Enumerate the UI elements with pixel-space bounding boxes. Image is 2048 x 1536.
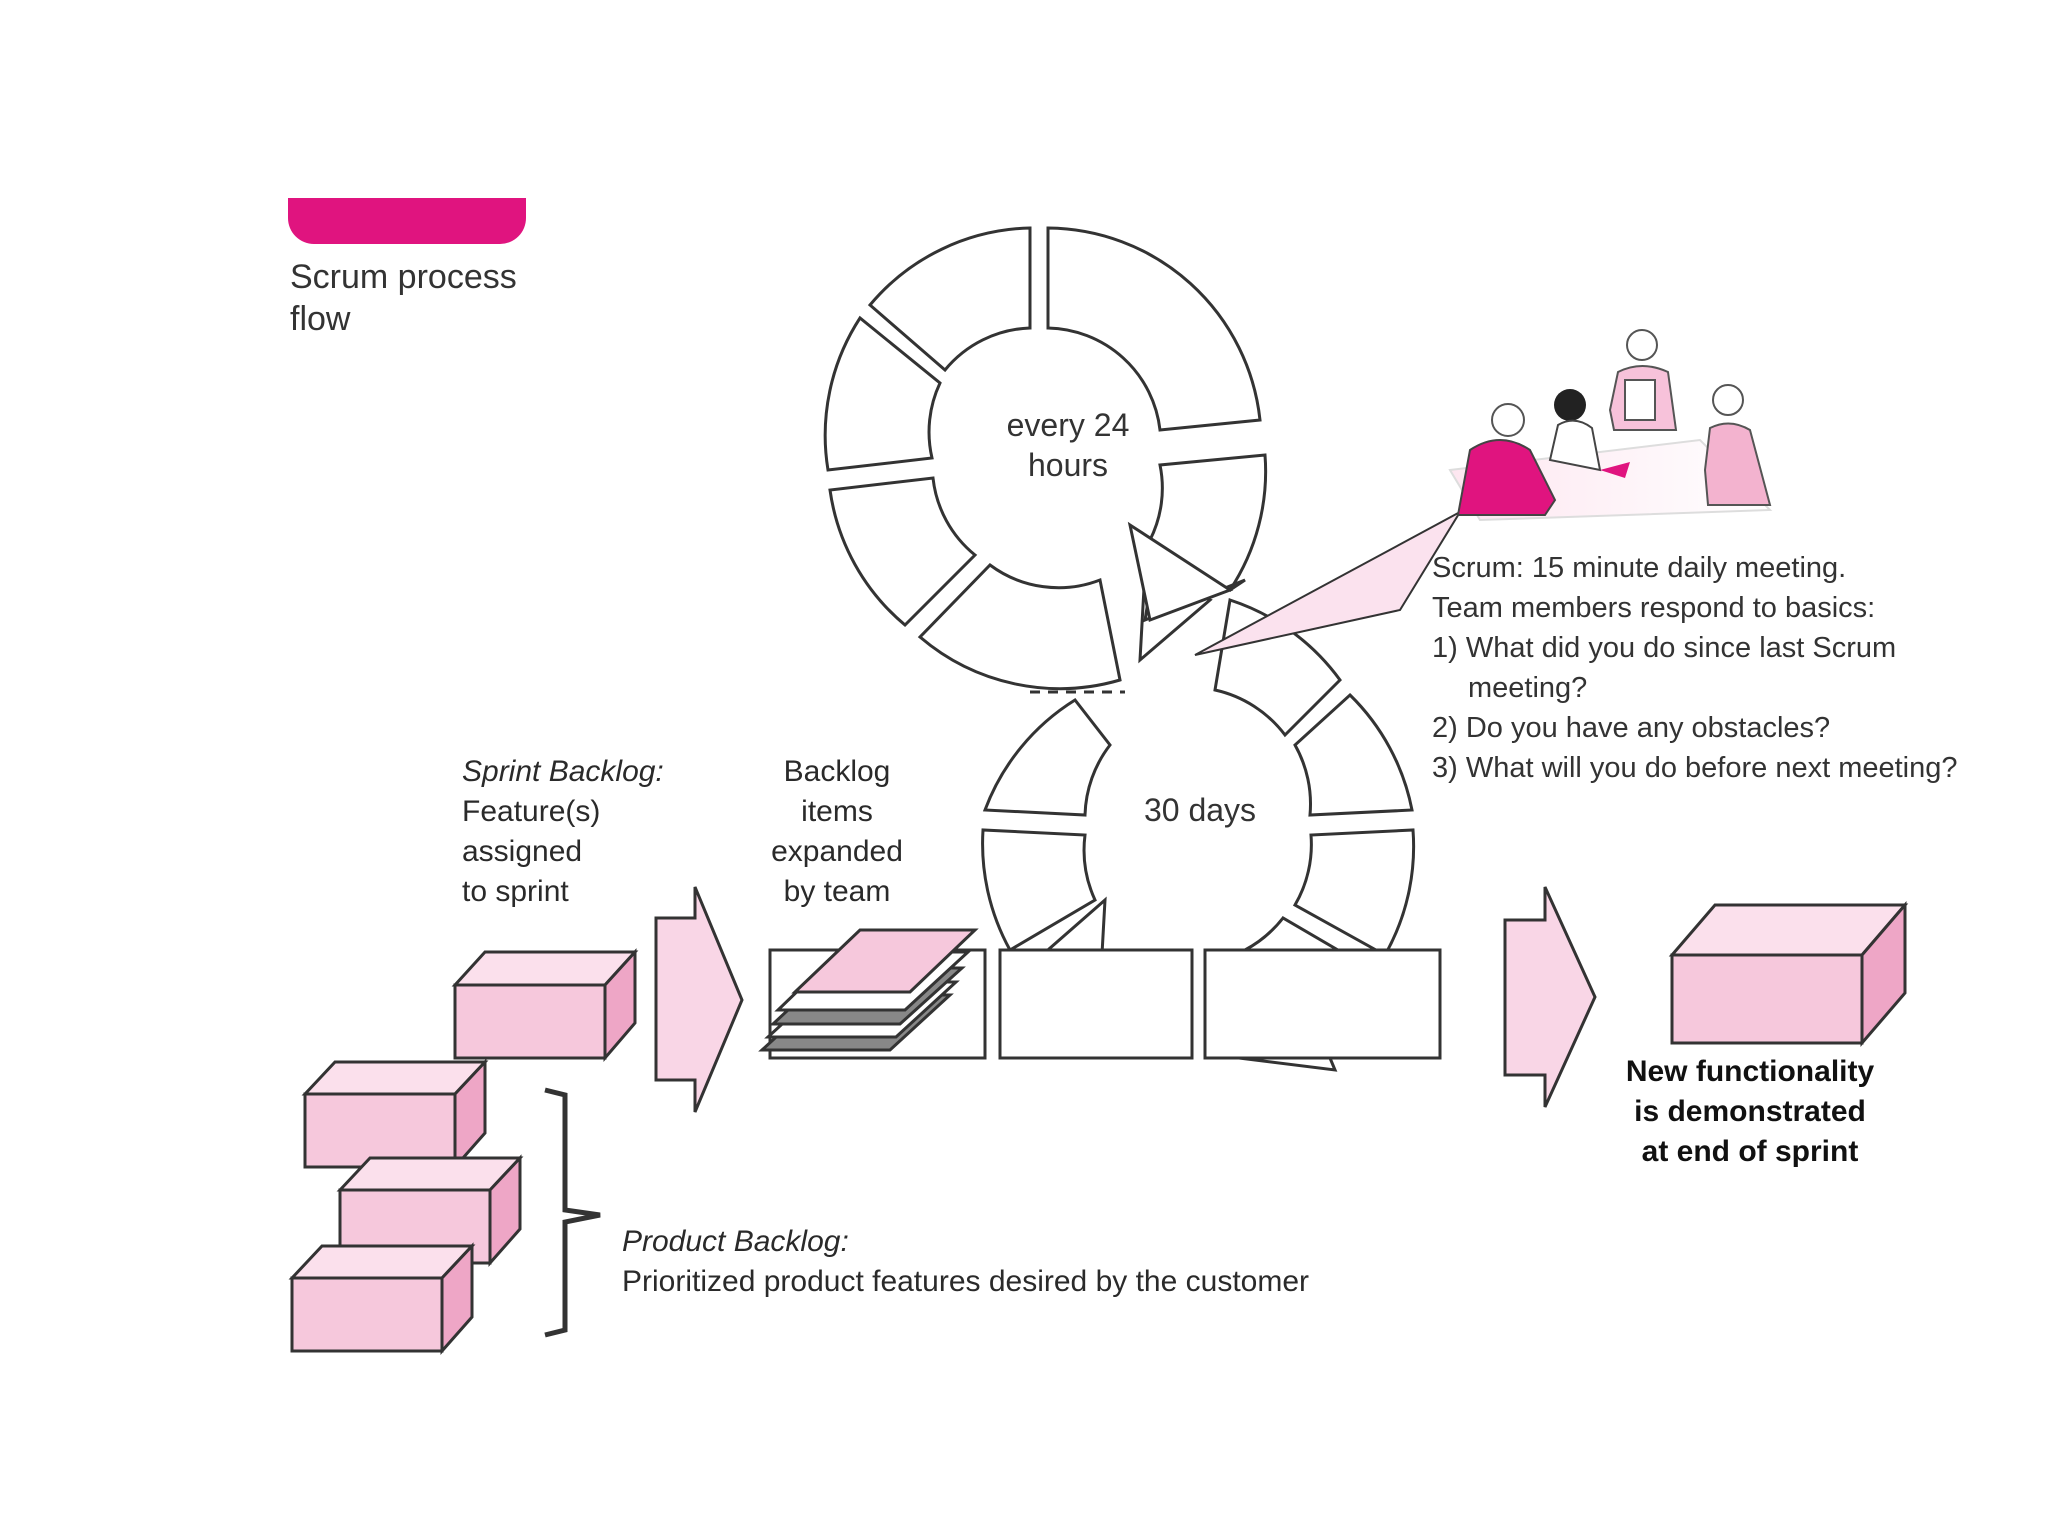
scrum-meeting-line-2: Team members respond to basics: xyxy=(1432,588,1992,628)
daily-cycle-label: every 24 hours xyxy=(978,405,1158,485)
scrum-question-3: 3) What will you do before next meeting? xyxy=(1432,748,1992,788)
sprint-backlog-title: Sprint Backlog: xyxy=(462,752,722,792)
new-functionality-box xyxy=(1672,905,1905,1043)
product-backlog-text: Product Backlog: Prioritized product fea… xyxy=(622,1222,1382,1302)
result-line: New functionality xyxy=(1590,1052,1910,1092)
result-line: is demonstrated xyxy=(1590,1092,1910,1132)
result-text: New functionality is demonstrated at end… xyxy=(1590,1052,1910,1172)
backlog-items-line: Backlog xyxy=(752,752,922,792)
arrow-to-result xyxy=(1505,887,1595,1107)
sprint-backlog-line: assigned xyxy=(462,832,722,872)
product-backlog-description: Prioritized product features desired by … xyxy=(622,1262,1382,1302)
sprint-backlog-text: Sprint Backlog: Feature(s) assigned to s… xyxy=(462,752,722,912)
sprint-cycle-label: 30 days xyxy=(1120,792,1280,829)
scrum-question-2: 2) Do you have any obstacles? xyxy=(1432,708,1992,748)
backlog-items-line: by team xyxy=(752,872,922,912)
result-line: at end of sprint xyxy=(1590,1132,1910,1172)
scrum-question-1: 1) What did you do since last Scrum meet… xyxy=(1432,628,1992,708)
figure-caption: Scrum process flow xyxy=(290,256,550,340)
scrum-meeting-notes: Scrum: 15 minute daily meeting. Team mem… xyxy=(1432,548,1992,788)
backlog-items-line: items xyxy=(752,792,922,832)
scrum-meeting-line-1: Scrum: 15 minute daily meeting. xyxy=(1432,548,1992,588)
product-backlog-bracket xyxy=(545,1090,600,1335)
product-backlog-box-3 xyxy=(292,1246,472,1351)
sprint-backlog-line: Feature(s) xyxy=(462,792,722,832)
figure-tab xyxy=(288,198,526,244)
team-meeting-illustration xyxy=(1450,330,1770,520)
sprint-feature-box xyxy=(455,952,635,1058)
backlog-items-line: expanded xyxy=(752,832,922,872)
arrow-to-backlog-items xyxy=(656,887,742,1112)
product-backlog-title: Product Backlog: xyxy=(622,1222,1382,1262)
backlog-items-text: Backlog items expanded by team xyxy=(752,752,922,912)
product-backlog-box-1 xyxy=(305,1062,485,1167)
sprint-backlog-line: to sprint xyxy=(462,872,722,912)
